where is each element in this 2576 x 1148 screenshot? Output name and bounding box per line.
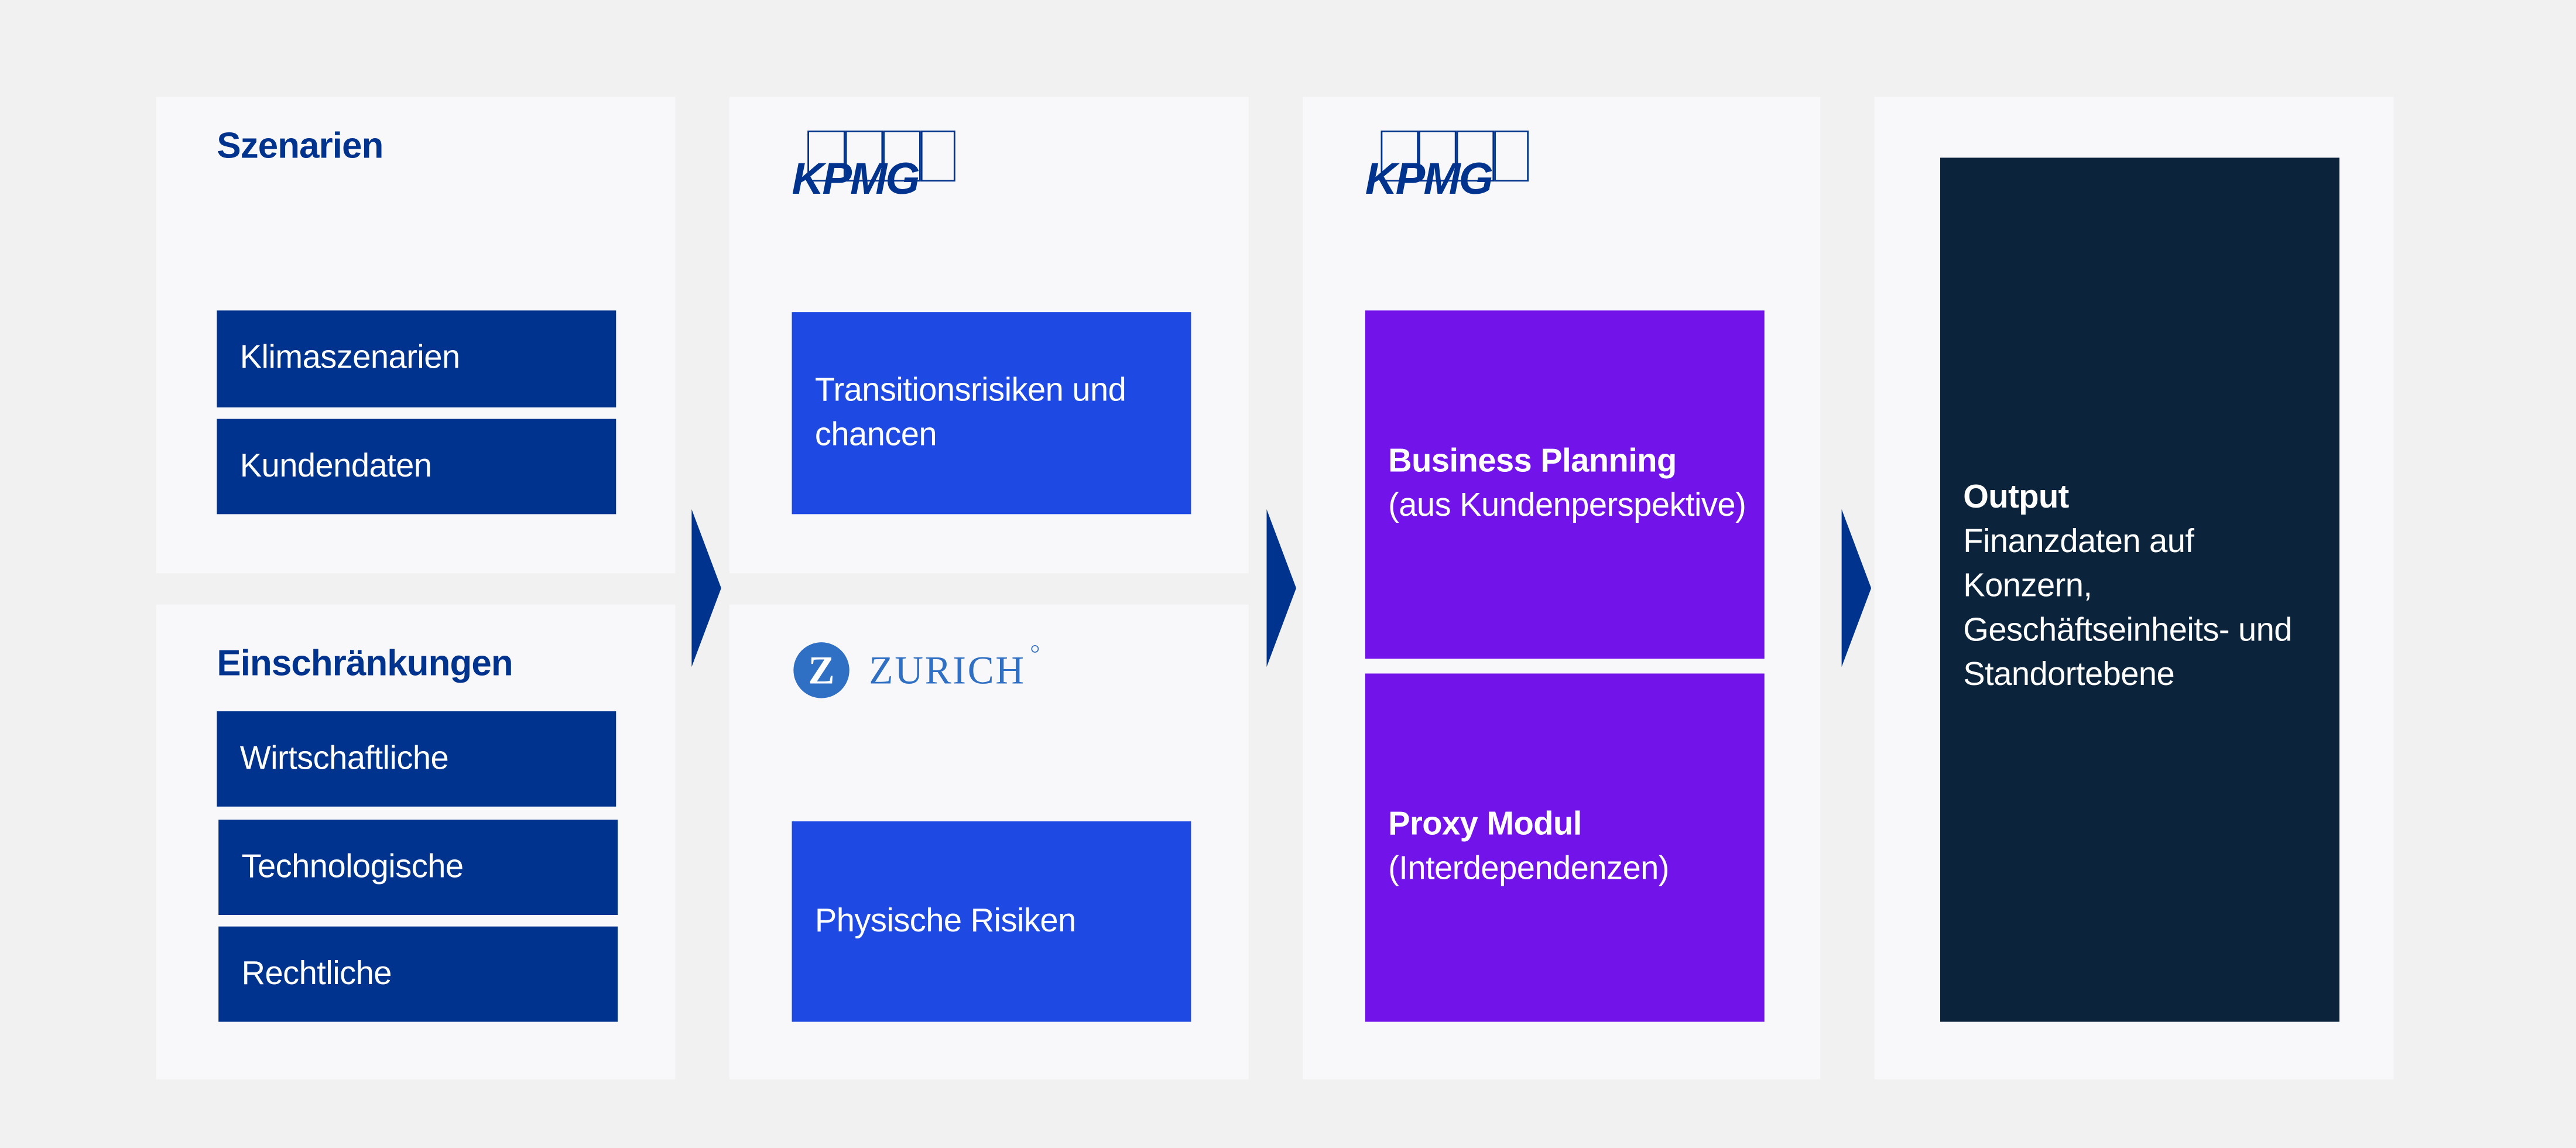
output-title: Output <box>1963 479 2069 516</box>
zurich-logo: Z ZURICH <box>793 642 1039 698</box>
arrow-right-icon <box>1266 509 1297 667</box>
proxy-module-box: Proxy Modul (Interdependenzen) <box>1365 673 1765 1022</box>
svg-text:KPMG: KPMG <box>1365 154 1492 198</box>
svg-text:ZURICH: ZURICH <box>869 648 1025 692</box>
kpmg-logo: KPMG <box>1365 131 1529 199</box>
svg-text:Z: Z <box>809 648 835 692</box>
physical-risks-label: Physische Risiken <box>814 902 1076 939</box>
business-planning-title: Business Planning <box>1388 443 1677 480</box>
business-planning-subtitle: (aus Kundenperspektive) <box>1388 488 1746 525</box>
svg-text:KPMG: KPMG <box>792 154 919 198</box>
constraint-box: Rechtliche <box>218 926 618 1022</box>
proxy-module-title: Proxy Modul <box>1388 806 1582 843</box>
scenarios-title: Szenarien <box>217 125 383 166</box>
arrow-right-icon <box>1841 509 1872 667</box>
kpmg-logo: KPMG <box>792 131 955 199</box>
constraint-box: Wirtschaftliche <box>217 711 616 807</box>
proxy-module-subtitle: (Interdependenzen) <box>1388 851 1669 887</box>
transition-risks-box: Transitionsrisiken und chancen <box>792 312 1191 515</box>
arrow-right-icon <box>691 509 721 667</box>
business-planning-box: Business Planning (aus Kundenperspektive) <box>1365 310 1765 659</box>
output-description: Finanzdaten auf Konzern, Geschäftseinhei… <box>1963 524 2292 694</box>
scenario-box: Klimaszenarien <box>217 310 616 407</box>
transition-risks-label: Transitionsrisiken und chancen <box>814 372 1126 453</box>
constraints-title: Einschränkungen <box>217 642 513 684</box>
constraint-box: Technologische <box>218 820 618 915</box>
scenario-box: Kundendaten <box>217 419 616 515</box>
physical-risks-box: Physische Risiken <box>792 821 1191 1022</box>
